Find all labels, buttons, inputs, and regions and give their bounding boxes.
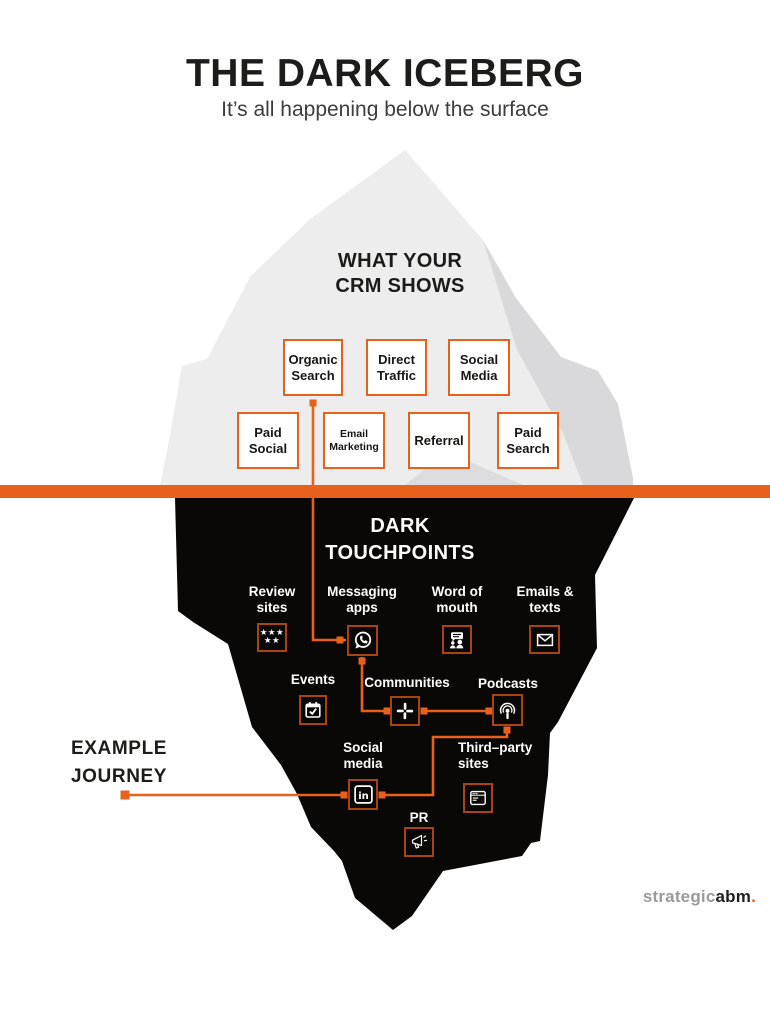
crm-channel-paid-search: Paid Search [497, 412, 559, 469]
touchpoint-label-pr: PR [409, 810, 429, 825]
megaphone-icon [404, 827, 434, 857]
logo-part-abm: abm [715, 887, 752, 906]
dark-heading-line2: TOUCHPOINTS [325, 542, 475, 564]
touchpoint-label-podcasts: Podcasts [477, 676, 539, 691]
touchpoint-label-word-of-mouth: Word of mouth [431, 584, 483, 615]
whatsapp-icon [347, 625, 378, 656]
iceberg-above-water [160, 150, 633, 485]
touchpoint-label-communities: Communities [364, 675, 450, 690]
dark-heading-line1: DARK [370, 515, 430, 537]
browser-icon [463, 783, 493, 813]
journey-label-line2: JOURNEY [71, 766, 168, 787]
touchpoint-label-social-media: Social media [343, 740, 383, 771]
dark-touchpoints-heading: DARK TOUCHPOINTS [300, 513, 500, 567]
word-of-mouth-icon [442, 625, 472, 654]
journey-path [125, 400, 509, 797]
waterline-bar [0, 485, 770, 498]
crm-channel-referral: Referral [408, 412, 470, 469]
logo-part-dot: . [751, 887, 756, 906]
touchpoint-label-emails-texts: Emails & texts [516, 584, 574, 615]
touchpoint-label-review-sites: Review sites [248, 584, 296, 615]
page-title: THE DARK ICEBERG [185, 52, 585, 95]
iceberg-facet-right [483, 240, 633, 485]
touchpoint-label-third-party-sites: Third–party sites [458, 740, 533, 771]
podcast-icon [492, 694, 523, 726]
touchpoint-label-events: Events [290, 672, 336, 687]
crm-channel-organic-search: Organic Search [283, 339, 343, 396]
journey-label-line1: EXAMPLE [71, 738, 168, 759]
logo-part-strategic: strategic [642, 887, 716, 906]
example-journey-label: EXAMPLE JOURNEY [71, 735, 167, 791]
crm-channel-social-media: Social Media [448, 339, 510, 396]
journey-node-markers [120, 399, 511, 800]
stars-icon: ★★★★★ [257, 623, 287, 652]
crm-channel-email-marketing: Email Marketing [323, 412, 385, 469]
crm-heading-line1: WHAT YOUR [337, 250, 463, 272]
crm-channel-direct-traffic: Direct Traffic [366, 339, 427, 396]
linkedin-icon: in [348, 779, 378, 810]
envelope-icon [529, 625, 560, 654]
touchpoint-label-messaging-apps: Messaging apps [327, 584, 397, 615]
crm-section-heading: WHAT YOUR CRM SHOWS [300, 249, 500, 299]
crm-channel-paid-social: Paid Social [237, 412, 299, 469]
page-subtitle: It’s all happening below the surface [221, 98, 549, 121]
strategicabm-logo: strategicabm. [643, 887, 756, 907]
slack-icon [390, 696, 420, 726]
calendar-check-icon [299, 695, 327, 725]
svg-text:in: in [358, 791, 369, 802]
crm-heading-line2: CRM SHOWS [335, 275, 465, 297]
